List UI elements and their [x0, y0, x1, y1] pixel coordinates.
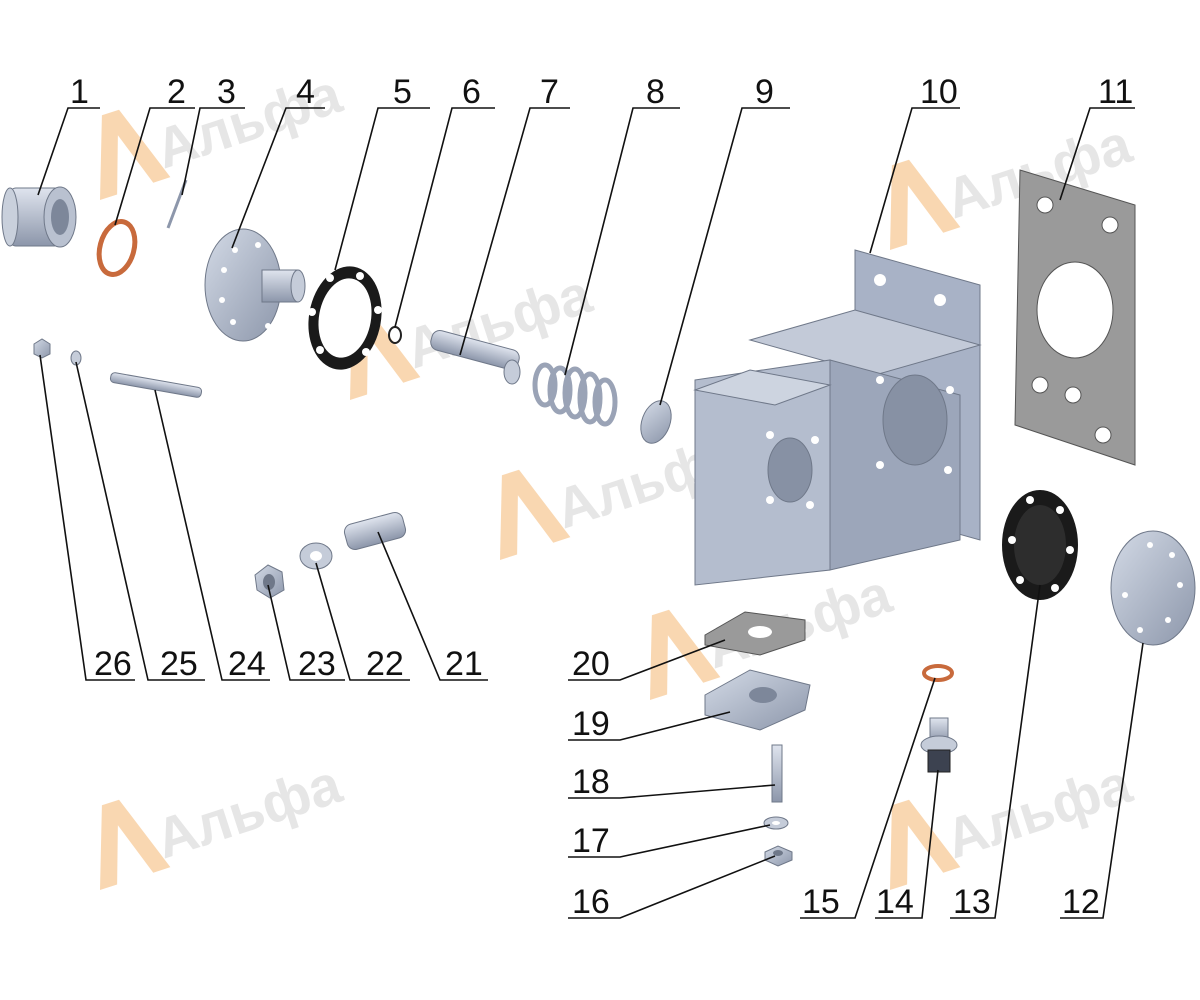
- part-5-gasket: [308, 266, 382, 370]
- label-21: 21: [445, 645, 483, 683]
- leader-22: [315, 562, 410, 681]
- label-4: 4: [296, 73, 315, 111]
- label-2: 2: [167, 73, 186, 111]
- label-18: 18: [572, 763, 610, 801]
- svg-text:Альфа: Альфа: [938, 751, 1140, 870]
- part-18-stud: [771, 744, 783, 803]
- label-25: 25: [160, 645, 198, 683]
- label-6: 6: [462, 73, 481, 111]
- part-16-small-nut: [764, 845, 793, 867]
- part-13-gasket-disc: [1002, 490, 1078, 600]
- leader-lines: [37, 107, 1144, 919]
- part-10-housing: [693, 249, 982, 586]
- part-23-hex-nut: [254, 564, 285, 599]
- label-3: 3: [217, 73, 236, 111]
- leader-4: [231, 107, 325, 249]
- label-1: 1: [70, 73, 89, 111]
- leader-7: [459, 107, 570, 356]
- label-23: 23: [298, 645, 336, 683]
- label-17: 17: [572, 822, 610, 860]
- leader-10: [869, 107, 960, 254]
- part-22-washer: [299, 542, 333, 570]
- leader-13: [950, 584, 1041, 919]
- part-9-disc: [640, 400, 672, 444]
- part-7-valve-stem: [430, 329, 521, 385]
- leader-16: [568, 855, 776, 919]
- leader-19: [568, 711, 731, 741]
- label-22: 22: [366, 645, 404, 683]
- watermark-logo: Альфа: [100, 751, 350, 890]
- leader-14: [875, 769, 939, 919]
- watermark-logo: Альфа: [100, 61, 349, 200]
- svg-text:Альфа: Альфа: [148, 751, 350, 870]
- part-1-nut: [1, 186, 77, 248]
- label-13: 13: [953, 883, 991, 921]
- label-26: 26: [94, 645, 132, 683]
- part-24-long-stud: [109, 372, 203, 398]
- part-19-flange-plate: [704, 669, 811, 731]
- leader-1: [37, 107, 100, 196]
- leader-8: [564, 107, 680, 376]
- leader-17: [568, 824, 771, 858]
- part-26-small-nut: [33, 338, 51, 359]
- label-7: 7: [540, 73, 559, 111]
- label-16: 16: [572, 883, 610, 921]
- leader-24: [154, 389, 270, 681]
- leader-20: [568, 639, 726, 681]
- leader-21: [377, 531, 488, 681]
- label-15: 15: [802, 883, 840, 921]
- label-14: 14: [876, 883, 914, 921]
- leader-12: [1060, 642, 1144, 919]
- part-20-thin-gasket: [704, 611, 806, 656]
- leader-15: [800, 677, 936, 919]
- leader-23: [267, 584, 345, 681]
- label-20: 20: [572, 645, 610, 683]
- leader-6: [394, 107, 495, 328]
- label-8: 8: [646, 73, 665, 111]
- leader-9: [659, 107, 790, 406]
- part-6-o-ring: [388, 326, 402, 344]
- label-5: 5: [393, 73, 412, 111]
- label-10: 10: [920, 73, 958, 111]
- leader-3: [181, 107, 245, 196]
- label-11: 11: [1098, 73, 1133, 111]
- leader-11: [1059, 107, 1135, 201]
- part-11-gasket-plate: [1014, 169, 1136, 466]
- part-8-spring: [532, 362, 618, 427]
- part-12-cover-disc: [1110, 530, 1196, 646]
- part-labels: 1 2 3 4 5 6 7 8 9 10 11 12 13 14 15 16 1…: [70, 73, 1133, 921]
- part-4-flange: [204, 228, 306, 342]
- leader-18: [568, 784, 776, 799]
- part-14-fitting: [920, 717, 958, 773]
- part-2-copper-ring: [96, 219, 138, 277]
- label-19: 19: [572, 705, 610, 743]
- leader-25: [75, 361, 205, 681]
- leader-26: [39, 354, 135, 681]
- part-15-copper-washer: [922, 664, 954, 682]
- leader-5: [334, 107, 430, 271]
- label-12: 12: [1062, 883, 1100, 921]
- part-21-threaded-stud: [343, 511, 407, 551]
- label-24: 24: [228, 645, 266, 683]
- label-9: 9: [755, 73, 774, 111]
- leader-2: [114, 107, 195, 226]
- part-17-small-washer: [763, 816, 789, 830]
